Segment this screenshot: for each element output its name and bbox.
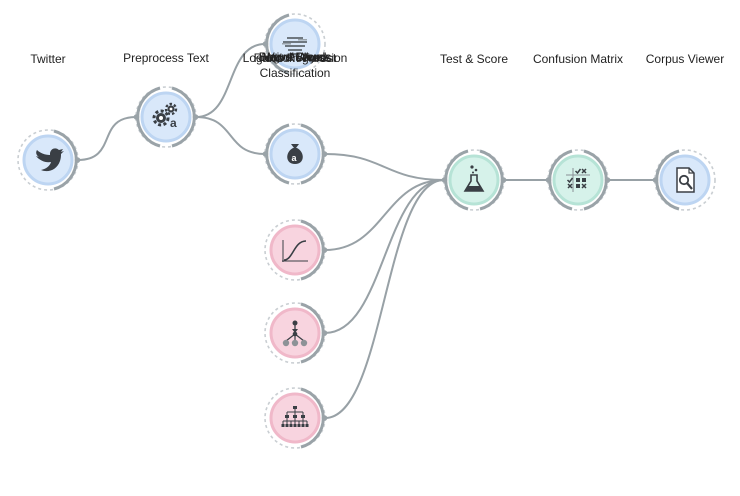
confusion-grid-icon [545,149,611,211]
test-and-score-node[interactable]: Test & Score [419,52,529,215]
forest-tree-icon [264,387,328,449]
link-preprocess-to-wordcloud[interactable] [195,43,266,118]
flask-icon [441,149,507,211]
sigmoid-curve-icon [264,219,328,281]
naive-bayes-node[interactable]: Naive Bayes [240,50,350,368]
preprocess-text-label: Preprocess Text [123,51,209,65]
corpus-viewer-label: Corpus Viewer [645,52,725,66]
svg-text:a: a [292,153,298,163]
link-rf-to-testscore[interactable] [324,179,445,419]
svg-text:a: a [170,116,177,130]
link-logreg-to-testscore[interactable] [324,179,445,251]
word-cloud-icon [262,13,326,75]
word-cloud-node[interactable]: Word Cloud [240,9,350,79]
confusion-matrix-node[interactable]: Confusion Matrix [523,52,633,215]
tree-network-icon [264,302,328,364]
twitter-node[interactable]: Twitter [0,52,103,195]
word-cloud-label: Word Cloud [263,50,327,64]
test-and-score-label: Test & Score [439,52,509,66]
twitter-bird-icon [17,129,81,191]
gears-text-icon: a [133,86,199,148]
naive-bayes-label: Naive Bayes [261,50,329,64]
confusion-matrix-label: Confusion Matrix [532,52,624,66]
random-forest-label: Random Forest Classification [253,51,337,80]
logistic-regression-node[interactable]: Logistic Regression [240,51,350,285]
twitter-label: Twitter [30,52,66,66]
random-forest-node[interactable]: Random Forest Classification [240,51,350,453]
bag-of-words-node[interactable]: a Bag of Words [240,50,350,189]
corpus-viewer-node[interactable]: Corpus Viewer [630,52,740,215]
preprocess-text-node[interactable]: a Preprocess Text [111,51,221,152]
document-search-icon [652,149,716,211]
bag-of-words-label: Bag of Words [258,50,332,64]
link-preprocess-to-bow[interactable] [195,116,266,155]
link-twitter-to-preprocess[interactable] [77,116,137,161]
link-bow-to-testscore[interactable] [324,153,445,181]
money-bag-icon: a [262,123,328,185]
link-nb-to-testscore[interactable] [324,179,445,334]
logistic-regression-label: Logistic Regression [242,51,348,65]
